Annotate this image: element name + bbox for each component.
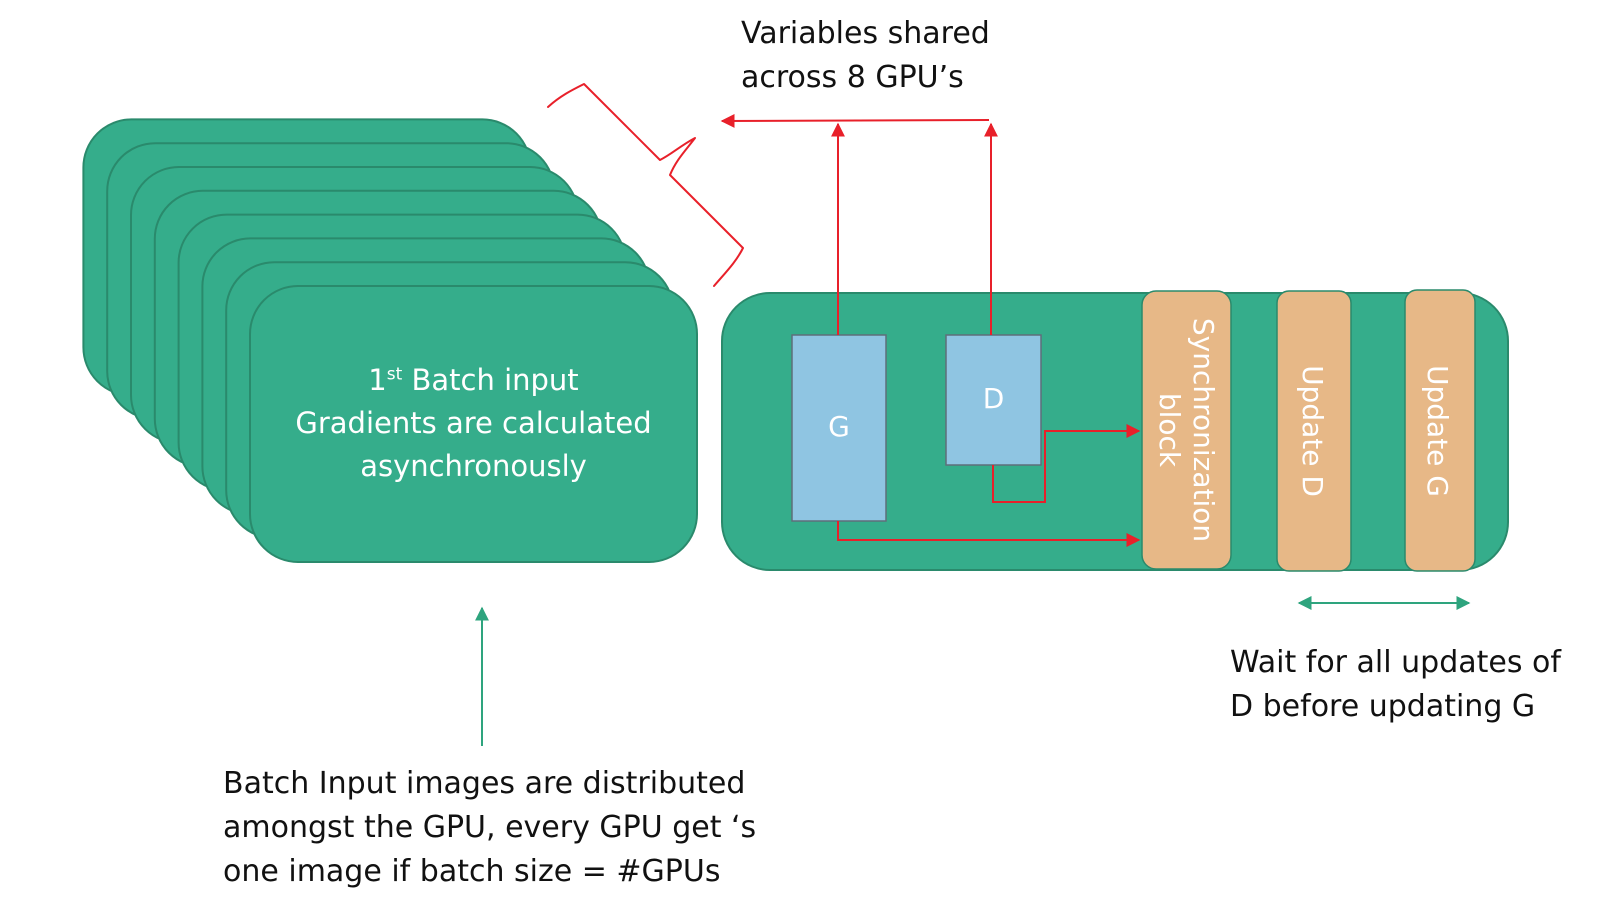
- variables-shared-line-2: across 8 GPU’s: [741, 60, 964, 95]
- generator-box: [791, 334, 887, 522]
- batch-note-line-2: amongst the GPU, every GPU get ‘s: [223, 810, 757, 845]
- batch-note-line-3: one image if batch size = #GPUs: [223, 854, 721, 889]
- sync-label-line-1: Synchronization: [1187, 317, 1220, 543]
- batch-card-text: 1st Batch input Gradients are calculated…: [250, 359, 697, 488]
- update-g-label: Update G: [1421, 364, 1454, 498]
- sync-label-line-2: block: [1153, 392, 1186, 468]
- update-d-label: Update D: [1296, 365, 1329, 497]
- d-to-sync-arrow: [992, 424, 1141, 503]
- gpu-brace: [547, 83, 744, 287]
- wait-note-line-1: Wait for all updates of: [1230, 645, 1561, 680]
- batch-card-line-3: asynchronously: [360, 449, 587, 483]
- shared-variables-arrow: [720, 113, 990, 128]
- synchronization-block-label: Synchronization block: [1152, 318, 1220, 542]
- batch-card-line-2: Gradients are calculated: [295, 406, 652, 440]
- batch-card-line-1: 1st Batch input: [368, 363, 579, 397]
- synchronization-block: [1141, 290, 1232, 570]
- generator-label: G: [828, 410, 850, 443]
- variables-shared-label: Variables shared across 8 GPU’s: [741, 12, 990, 100]
- discriminator-box: [945, 334, 1042, 466]
- gpu-card-stack: [82, 118, 698, 563]
- variables-shared-line-1: Variables shared: [741, 16, 990, 51]
- g-to-sync-arrow: [837, 521, 1141, 547]
- discriminator-label: D: [982, 382, 1005, 415]
- wait-note: Wait for all updates of D before updatin…: [1230, 641, 1561, 729]
- wait-note-line-2: D before updating G: [1230, 689, 1536, 724]
- update-d-block: [1276, 290, 1352, 572]
- gpu-card-1: [249, 285, 698, 563]
- batch-note-line-1: Batch Input images are distributed: [223, 766, 746, 801]
- update-g-block: [1404, 289, 1476, 572]
- batch-distribution-note: Batch Input images are distributed among…: [223, 762, 756, 894]
